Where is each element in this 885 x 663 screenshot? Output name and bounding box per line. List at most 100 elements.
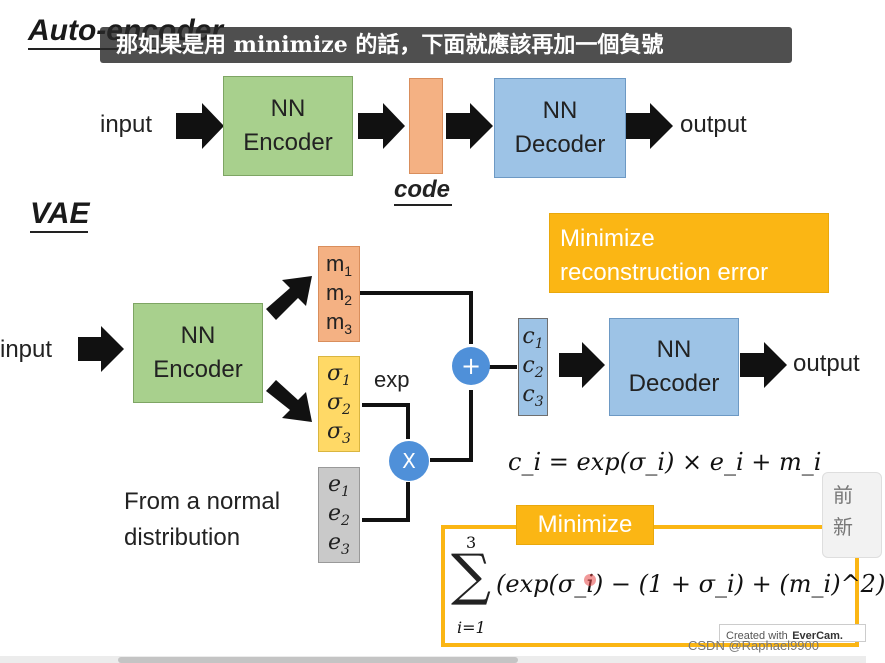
side-panel-line1: 前 <box>833 483 853 507</box>
m1-var: m <box>325 251 345 277</box>
ae-code-label: code <box>394 176 451 203</box>
e3-var: e <box>328 529 342 555</box>
m-vector-box: m1 m2 m3 <box>318 246 360 342</box>
sigma-vector-box: σ1 σ2 σ3 <box>318 356 360 452</box>
normal-dist-label: From a normal distribution <box>124 484 280 556</box>
sigma3-sub: 3 <box>342 430 351 447</box>
times-operator: X <box>389 441 429 481</box>
vae-arrow-c-decoder <box>559 342 605 388</box>
sum-upper-limit: 3 <box>466 533 477 552</box>
c1-var: c <box>522 323 535 349</box>
e1-var: e <box>328 472 342 498</box>
m2-cell: m2 <box>326 280 352 308</box>
ae-decoder-line1: NN <box>542 97 578 124</box>
evercam-watermark: Created with EverCam. <box>719 624 866 642</box>
vae-arrow-encoder-m <box>266 276 312 320</box>
vae-arrow-input-encoder <box>78 326 124 372</box>
side-panel[interactable]: 前 新 <box>822 472 882 558</box>
line-times-to-plus <box>430 390 473 462</box>
line-sigma-to-times <box>362 403 410 439</box>
ae-decoder-box: NN Decoder <box>494 78 626 178</box>
m1-sub: 1 <box>344 263 353 280</box>
ae-code-underline <box>394 204 452 206</box>
subtitle-overlay: 那如果是用 minimize 的話，下面就應該再加一個負號 <box>100 27 792 63</box>
vae-input-label: input <box>0 336 53 363</box>
m3-sub: 3 <box>344 320 353 337</box>
m3-cell: m3 <box>326 309 352 337</box>
vae-output-label: output <box>793 350 860 377</box>
c3-cell: c3 <box>522 382 543 410</box>
sigma1-cell: σ1 <box>327 361 351 389</box>
recon-banner-line2: reconstruction error <box>560 259 769 286</box>
c1-cell: c1 <box>522 324 543 352</box>
e3-cell: e3 <box>328 530 350 558</box>
m3-var: m <box>325 308 345 334</box>
ae-encoder-box: NN Encoder <box>223 76 353 176</box>
sigma3-var: σ <box>327 418 343 444</box>
ae-input-label: input <box>100 111 153 138</box>
normal-dist-line1: From a normal <box>124 488 281 515</box>
ae-arrow-encoder-code <box>358 103 405 149</box>
c3-sub: 3 <box>534 394 544 411</box>
vae-decoder-box: NN Decoder <box>609 318 739 416</box>
e2-var: e <box>328 500 342 526</box>
sigma-sum-symbol: ∑ <box>451 543 491 608</box>
c-vector-box: c1 c2 c3 <box>518 318 548 416</box>
ae-arrow-code-decoder <box>446 103 493 149</box>
sigma2-var: σ <box>327 389 343 415</box>
ae-arrow-decoder-output <box>626 103 673 149</box>
vae-title: VAE <box>30 197 90 230</box>
e1-sub: 1 <box>341 484 350 501</box>
sigma1-sub: 1 <box>342 373 351 390</box>
m2-sub: 2 <box>344 291 353 308</box>
vae-decoder-line2: Decoder <box>628 370 720 397</box>
vae-title-underline <box>30 231 88 233</box>
c1-sub: 1 <box>534 335 544 352</box>
e-vector-box: e1 e2 e3 <box>318 467 360 563</box>
vae-encoder-line2: Encoder <box>153 356 243 383</box>
evercam-prefix: Created with <box>726 630 788 642</box>
ae-decoder-line2: Decoder <box>514 131 606 158</box>
csdn-watermark: CSDN @Raphael9900 <box>688 638 819 653</box>
combine-formula: c_i = exp(σ_i) × e_i + m_i <box>508 448 822 476</box>
recon-banner: Minimize reconstruction error <box>549 213 829 293</box>
normal-dist-line2: distribution <box>124 524 241 551</box>
ae-output-label: output <box>680 111 747 138</box>
kl-minimize-label: Minimize <box>516 505 654 545</box>
sigma2-cell: σ2 <box>327 390 351 418</box>
ae-code-box <box>409 78 443 174</box>
connectors-layer <box>78 103 787 522</box>
recon-banner-line1: Minimize <box>560 225 655 252</box>
horizontal-scrollbar-thumb[interactable] <box>118 657 518 663</box>
m1-cell: m1 <box>326 251 352 279</box>
vae-encoder-box: NN Encoder <box>133 303 263 403</box>
evercam-brand: EverCam. <box>792 630 843 642</box>
e2-sub: 2 <box>341 512 350 529</box>
c3-var: c <box>522 382 535 408</box>
m2-var: m <box>325 279 345 305</box>
e2-cell: e2 <box>328 501 350 529</box>
e3-sub: 3 <box>341 541 350 558</box>
vae-decoder-line1: NN <box>656 336 692 363</box>
sigma3-cell: σ3 <box>327 419 351 447</box>
exp-label: exp <box>374 367 410 392</box>
vae-encoder-line1: NN <box>180 322 216 349</box>
sigma1-var: σ <box>327 361 343 387</box>
vae-arrow-encoder-sigma <box>266 380 312 422</box>
ae-encoder-line1: NN <box>270 95 306 122</box>
line-e-to-times <box>362 482 410 522</box>
plus-operator: + <box>452 347 490 385</box>
sigma2-sub: 2 <box>342 401 351 418</box>
c2-cell: c2 <box>522 353 543 381</box>
cursor-pointer-dot <box>584 574 596 586</box>
vae-arrow-decoder-output <box>740 342 787 388</box>
side-panel-line2: 新 <box>833 515 853 539</box>
line-m-to-plus <box>360 291 473 344</box>
kl-expression: (exp(σ_i) − (1 + σ_i) + (m_i)^2) <box>496 570 885 598</box>
ae-arrow-input-encoder <box>176 103 224 149</box>
sum-lower-limit: i=1 <box>457 618 486 637</box>
e1-cell: e1 <box>328 472 350 500</box>
c2-sub: 2 <box>534 364 544 381</box>
ae-encoder-line2: Encoder <box>243 129 333 156</box>
c2-var: c <box>522 352 535 378</box>
